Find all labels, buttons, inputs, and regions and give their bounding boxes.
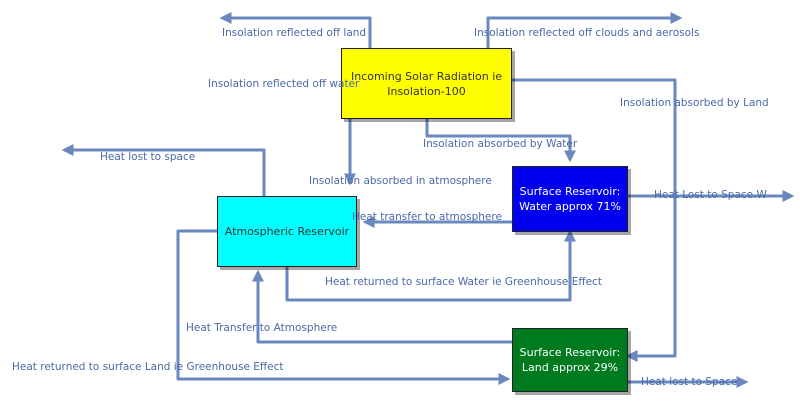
solar-radiation-title: Incoming Solar Radiation ie: [350, 69, 503, 83]
arrow-heat-returned-water: [285, 229, 576, 302]
land-reservoir-title: Surface Reservoir:: [519, 346, 621, 359]
atmospheric-reservoir-box: Atmospheric Reservoir: [217, 196, 357, 267]
water-reservoir-box: Surface Reservoir: Water approx 71%: [512, 166, 628, 232]
water-reservoir-title: Surface Reservoir:: [519, 185, 621, 198]
label-heat-returned-water: Heat returned to surface Water ie Greenh…: [325, 276, 602, 288]
label-heat-transfer-atmosphere-land: Heat Transfer to Atmosphere: [186, 322, 338, 334]
arrow-heat-returned-land: [176, 229, 511, 385]
label-absorbed-atmosphere: Insolation absorbed in atmosphere: [309, 175, 492, 187]
label-heat-lost-space-water: Heat Lost to Space.W: [654, 189, 767, 201]
label-absorbed-water: Insolation absorbed by Water: [423, 138, 578, 150]
arrow-reflected-clouds: [486, 12, 683, 48]
water-reservoir-value: Water approx 71%: [519, 200, 621, 213]
label-reflected-land: Insolation reflected off land: [222, 27, 367, 39]
arrow-heat-lost-space: [61, 144, 266, 196]
solar-radiation-value: Insolation-100: [387, 84, 466, 98]
arrow-reflected-land: [219, 11, 372, 48]
arrow-absorbed-water: [425, 118, 576, 163]
label-reflected-water: Insolation reflected off water: [208, 78, 360, 90]
arrow-absorbed-land: [512, 78, 677, 362]
solar-radiation-box: Incoming Solar Radiation ie Insolation-1…: [341, 48, 512, 119]
label-heat-lost-space-land: Heat lost to Space: [641, 376, 738, 388]
arrow-heat-transfer-atmosphere-land: [252, 269, 512, 344]
label-heat-transfer-atmosphere-water: Heat transfer to atmosphere: [352, 211, 502, 223]
label-heat-lost-space: Heat lost to space: [100, 151, 196, 163]
label-heat-returned-land: Heat returned to surface Land ie Greenho…: [12, 361, 284, 373]
atmospheric-reservoir-title: Atmospheric Reservoir: [224, 225, 350, 238]
land-reservoir-box: Surface Reservoir: Land approx 29%: [512, 328, 628, 392]
label-absorbed-land: Insolation absorbed by Land: [620, 97, 769, 109]
land-reservoir-value: Land approx 29%: [521, 361, 619, 374]
label-reflected-clouds: Insolation reflected off clouds and aero…: [474, 27, 700, 39]
